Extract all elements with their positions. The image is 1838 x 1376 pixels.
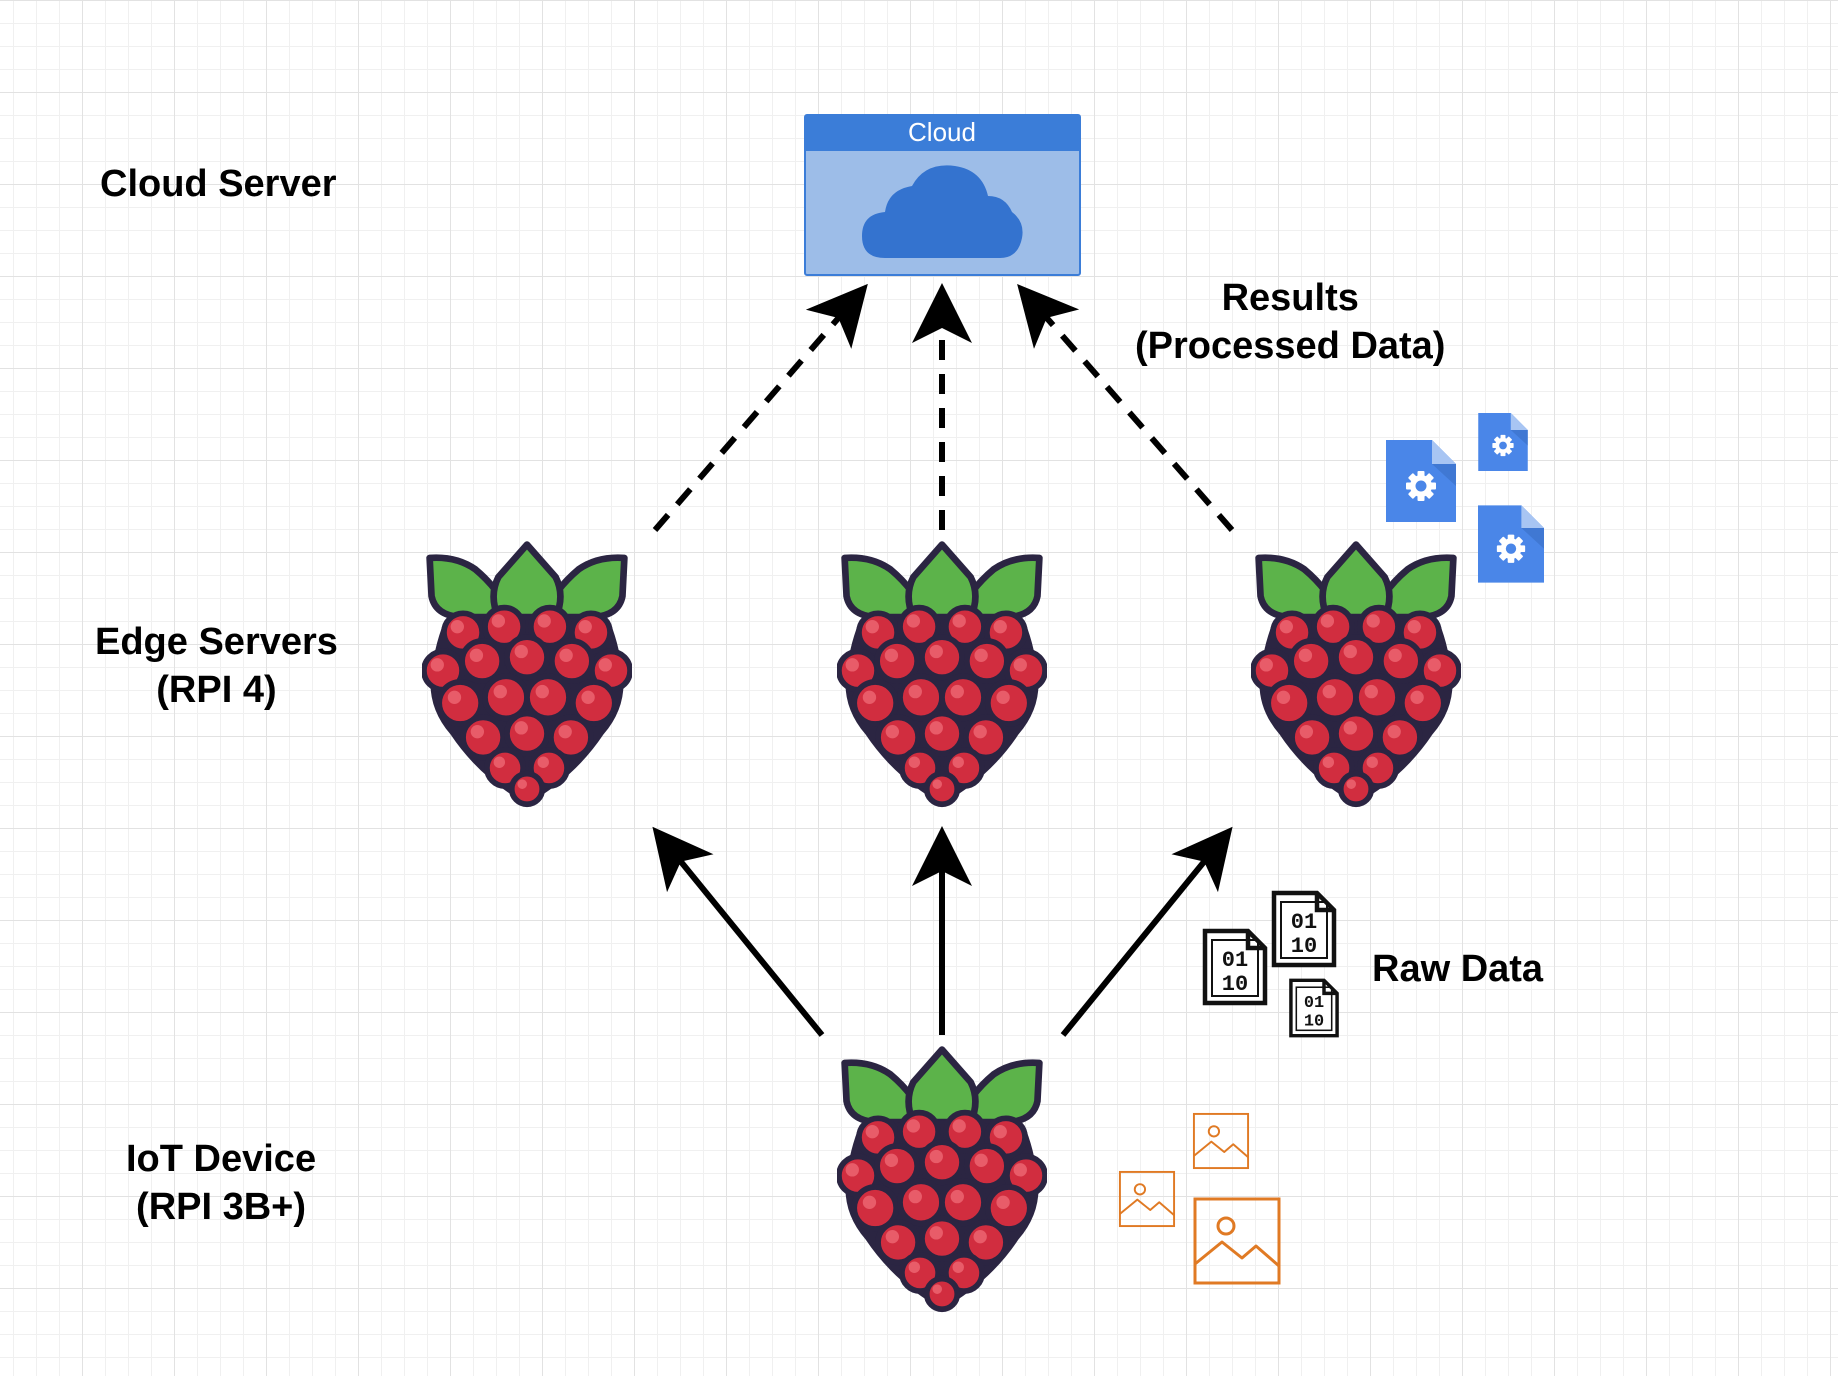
raw-arrow-left <box>652 826 825 1037</box>
settings-document-icon-2 <box>1478 413 1528 471</box>
raw-arrow-right <box>1060 826 1233 1037</box>
cloud-box: Cloud <box>804 114 1081 276</box>
raw-data-arrows <box>652 826 1233 1037</box>
binary-file-icon-2 <box>1274 893 1334 965</box>
result-arrow-left <box>652 283 868 532</box>
settings-document-icon-3 <box>1478 505 1544 583</box>
binary-file-icon-1 <box>1205 931 1265 1003</box>
binary-file-icon-3 <box>1289 978 1339 1038</box>
iot-device-label: IoT Device (RPI 3B+) <box>126 1138 317 1228</box>
raw-data-label: Raw Data <box>1372 948 1544 990</box>
results-label: Results (Processed Data) <box>1135 277 1446 367</box>
result-arrows <box>652 283 1235 532</box>
image-file-icon-1 <box>1192 1112 1250 1170</box>
cloud-box-title: Cloud <box>908 117 976 147</box>
edge-servers-label: Edge Servers (RPI 4) <box>95 621 338 711</box>
edge-server-1-raspberry-pi-icon <box>424 545 630 805</box>
edge-server-3-raspberry-pi-icon <box>1253 545 1459 805</box>
result-arrow-right <box>1017 283 1235 532</box>
image-file-icon-3 <box>1193 1197 1281 1285</box>
cloud-icon <box>862 165 1023 258</box>
image-file-icon-2 <box>1118 1170 1176 1228</box>
cloud-server-label: Cloud Server <box>100 163 337 205</box>
settings-document-icon-1 <box>1386 440 1456 522</box>
edge-server-2-raspberry-pi-icon <box>839 545 1045 805</box>
iot-device-raspberry-pi-icon <box>839 1050 1045 1310</box>
